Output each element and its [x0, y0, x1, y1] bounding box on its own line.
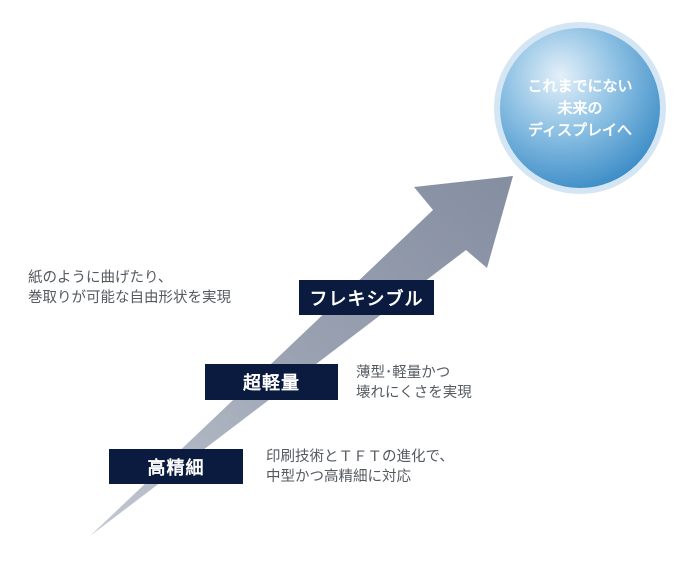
step-desc-line: 中型かつ高精細に対応 — [266, 469, 411, 485]
goal-text: これまでにない 未来の ディスプレイへ — [498, 26, 662, 190]
step-desc-line: 薄型･軽量かつ — [356, 365, 451, 381]
step-desc-line: 印刷技術とＴＦＴの進化で、 — [266, 449, 454, 465]
step-label-text: 超軽量 — [243, 373, 300, 394]
growth-arrow — [90, 176, 513, 536]
step-desc-line: 巻取りが可能な自由形状を実現 — [28, 290, 231, 306]
step-desc-flexible: 紙のように曲げたり、 巻取りが可能な自由形状を実現 — [28, 268, 231, 308]
goal-line-1: これまでにない — [527, 77, 633, 95]
step-desc-ultra-light: 薄型･軽量かつ 壊れにくさを実現 — [356, 363, 472, 403]
goal-circle — [500, 28, 660, 188]
step-desc-high-definition: 印刷技術とＴＦＴの進化で、 中型かつ高精細に対応 — [266, 447, 454, 487]
step-label-flexible: フレキシブル — [299, 280, 434, 315]
goal-line-3: ディスプレイへ — [528, 121, 632, 139]
step-label-text: 高精細 — [147, 457, 205, 479]
goal-line-2: 未来の — [557, 99, 603, 117]
step-label-high-definition: 高精細 — [109, 449, 243, 484]
step-desc-line: 壊れにくさを実現 — [356, 385, 472, 401]
step-label-ultra-light: 超軽量 — [205, 364, 338, 400]
step-desc-line: 紙のように曲げたり、 — [28, 270, 173, 286]
step-label-text: フレキシブル — [309, 288, 424, 310]
